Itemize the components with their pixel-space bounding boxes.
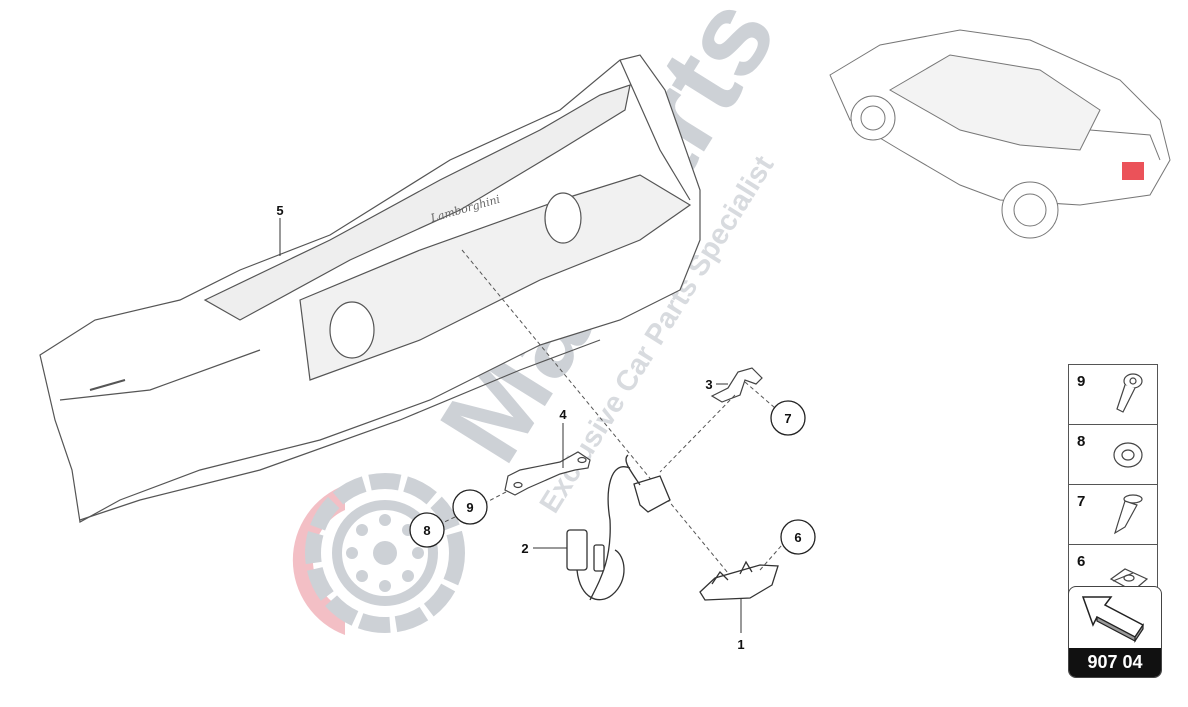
callout-4[interactable]: 4 xyxy=(559,407,567,468)
callout-6[interactable]: 6 xyxy=(780,519,816,555)
fastener-links xyxy=(439,381,783,571)
callout-9-label: 9 xyxy=(466,500,473,515)
callout-7[interactable]: 7 xyxy=(770,400,806,436)
rear-bumper-illustration: Lamborghini xyxy=(39,54,701,523)
callout-3[interactable]: 3 xyxy=(705,377,728,392)
callout-4-label: 4 xyxy=(559,407,567,422)
part-bracket-4 xyxy=(504,451,591,496)
callout-9[interactable]: 9 xyxy=(452,489,488,525)
part-bracket-3 xyxy=(710,367,763,403)
legend-item-8[interactable]: 8 xyxy=(1069,425,1157,485)
torx-bolt-icon xyxy=(1116,373,1143,413)
callout-7-label: 7 xyxy=(784,411,791,426)
callout-8-label: 8 xyxy=(423,523,430,538)
callout-1[interactable]: 1 xyxy=(737,598,745,652)
screw-icon xyxy=(1113,494,1143,535)
callout-2[interactable]: 2 xyxy=(521,541,567,556)
washer-icon xyxy=(1113,442,1143,468)
callout-1-label: 1 xyxy=(737,637,744,652)
highlight-marker xyxy=(1122,162,1144,180)
clip-nut-icon xyxy=(1109,568,1149,592)
part-camera xyxy=(589,454,671,601)
legend-item-9[interactable]: 9 xyxy=(1069,365,1157,425)
callout-5-label: 5 xyxy=(276,203,283,218)
callout-5[interactable]: 5 xyxy=(276,203,284,256)
legend-item-7[interactable]: 7 xyxy=(1069,485,1157,545)
watermark-wheel-logo xyxy=(292,473,465,635)
callout-2-label: 2 xyxy=(521,541,528,556)
legend-item-label: 9 xyxy=(1077,373,1086,390)
callout-6-label: 6 xyxy=(794,530,801,545)
part-light-housing-1 xyxy=(699,560,779,601)
car-thumbnail xyxy=(829,29,1171,239)
callout-3-label: 3 xyxy=(705,377,712,392)
page-code: 907 04 xyxy=(1069,648,1161,677)
arrow-up-left-icon xyxy=(1081,596,1145,643)
fastener-legend: 9 8 7 6 xyxy=(1068,364,1158,605)
callout-8[interactable]: 8 xyxy=(409,512,445,548)
legend-item-6[interactable]: 6 xyxy=(1069,545,1157,604)
legend-item-label: 8 xyxy=(1077,433,1086,450)
legend-item-label: 7 xyxy=(1077,493,1086,510)
legend-item-label: 6 xyxy=(1077,553,1086,570)
previous-diagram-button[interactable]: 907 04 xyxy=(1068,586,1162,678)
part-wiring-2 xyxy=(566,529,625,601)
assembly-dashed-line xyxy=(461,249,743,591)
